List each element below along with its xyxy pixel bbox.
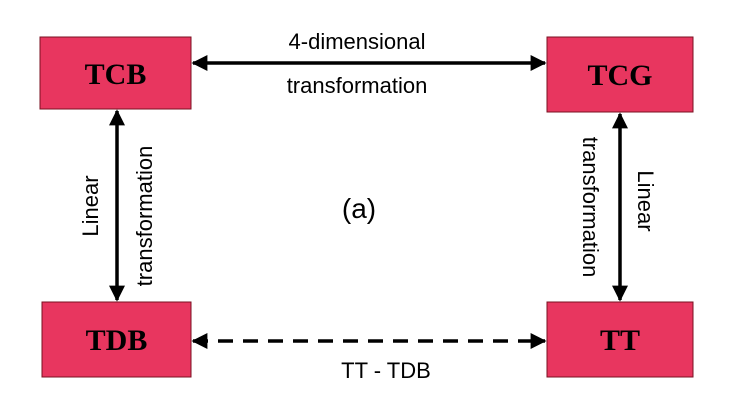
- node-tcb-box: [39, 36, 192, 110]
- edge-left-label-line2: transformation: [132, 146, 157, 287]
- node-tcb-label: TCB: [85, 58, 147, 91]
- node-tt-label: TT: [600, 324, 640, 357]
- node-tt: TT: [546, 301, 694, 378]
- node-tt-box: [546, 301, 694, 378]
- edge-bottom-label: TT - TDB: [341, 358, 431, 383]
- edge-right-label-line2: Linear: [633, 170, 658, 231]
- node-tdb-box: [41, 301, 192, 378]
- node-tdb-label: TDB: [86, 324, 148, 357]
- edge-top-label-line1: 4-dimensional: [289, 29, 426, 54]
- node-tcg-box: [546, 36, 694, 113]
- node-tcg: TCG: [546, 36, 694, 113]
- edge-left-label-line1: Linear: [78, 175, 103, 236]
- node-tcb: TCB: [39, 36, 192, 110]
- node-tcg-label: TCG: [587, 59, 652, 92]
- edge-right-label-line1: transformation: [578, 137, 603, 278]
- edge-top-label-line2: transformation: [287, 73, 428, 98]
- center-label: (a): [342, 193, 376, 224]
- node-tdb: TDB: [41, 301, 192, 378]
